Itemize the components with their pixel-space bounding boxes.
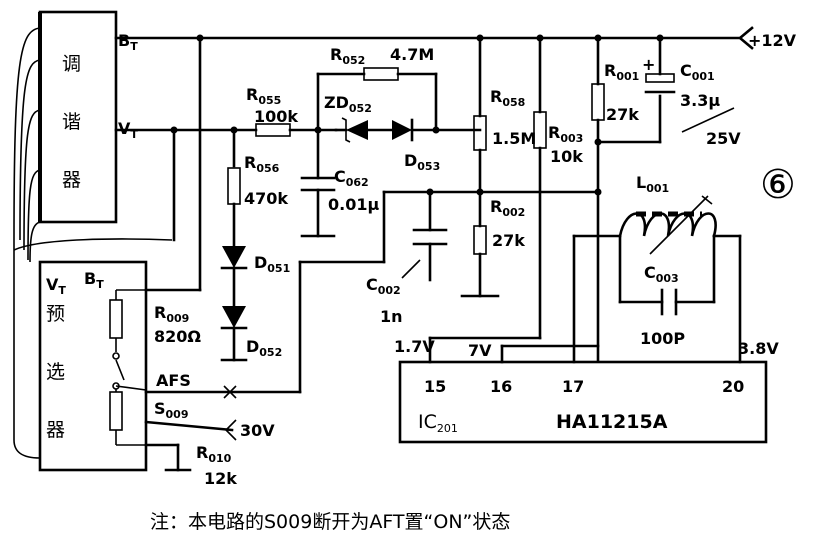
svg-text:IC201: IC201 bbox=[418, 411, 458, 435]
wires bbox=[114, 36, 742, 472]
svg-text:R058: R058 bbox=[490, 87, 525, 109]
afs-label: AFS bbox=[156, 371, 191, 390]
preselector-bt-label: BT bbox=[84, 269, 104, 291]
svg-text:R010: R010 bbox=[196, 443, 232, 465]
svg-text:R055: R055 bbox=[246, 85, 281, 107]
tuner-char-3: 器 bbox=[62, 169, 81, 191]
svg-text:+12V: +12V bbox=[748, 31, 797, 50]
preselector-char-2: 选 bbox=[46, 361, 65, 383]
junction-dots bbox=[170, 34, 664, 196]
diode-d053: D053 bbox=[392, 118, 440, 173]
zener-zd052: ZD052 bbox=[324, 93, 372, 143]
svg-text:3.8V: 3.8V bbox=[738, 339, 779, 358]
svg-text:27k: 27k bbox=[606, 105, 639, 124]
resistor-r010-label: R010 12k bbox=[196, 443, 237, 488]
resistor-r056: R056 470k bbox=[227, 153, 288, 208]
resistor-r052: R052 4.7M bbox=[330, 45, 434, 81]
capacitor-c001: + C001 3.3μ 25V bbox=[642, 55, 741, 148]
tuner-bt-label: BT bbox=[118, 31, 138, 53]
svg-text:0.01μ: 0.01μ bbox=[328, 195, 379, 214]
svg-text:27k: 27k bbox=[492, 231, 525, 250]
capacitor-c062: C062 0.01μ bbox=[300, 167, 379, 214]
svg-text:12k: 12k bbox=[204, 469, 237, 488]
resistor-r058: R058 1.5M bbox=[473, 87, 536, 151]
preselector-block: VT BT 预 选 器 bbox=[38, 260, 148, 472]
resistor-r055: R055 100k bbox=[246, 85, 298, 137]
svg-text:D052: D052 bbox=[246, 337, 282, 359]
svg-text:R003: R003 bbox=[548, 123, 583, 145]
preselector-vt-label: VT bbox=[46, 275, 66, 297]
svg-text:25V: 25V bbox=[706, 129, 741, 148]
svg-text:17: 17 bbox=[562, 377, 584, 396]
footnote: 注：本电路的S009断开为AFT置“ON”状态 bbox=[150, 511, 510, 533]
svg-text:15: 15 bbox=[424, 377, 446, 396]
svg-text:+: + bbox=[642, 55, 655, 74]
svg-text:C003: C003 bbox=[644, 263, 679, 285]
resistor-r001: R001 27k bbox=[591, 61, 639, 124]
tuner-block: 调 谐 器 BT VT bbox=[38, 10, 138, 224]
left-bus-wires bbox=[13, 27, 173, 459]
supply-terminal: +12V bbox=[737, 26, 797, 50]
tuner-char-2: 谐 bbox=[62, 111, 81, 133]
svg-text:1.5M: 1.5M bbox=[492, 129, 536, 148]
svg-text:C062: C062 bbox=[334, 167, 369, 189]
svg-text:HA11215A: HA11215A bbox=[556, 411, 668, 433]
svg-text:C002: C002 bbox=[366, 275, 401, 297]
capacitor-c003: C003 100P bbox=[640, 263, 685, 348]
svg-text:1n: 1n bbox=[380, 307, 403, 326]
preselector-char-1: 预 bbox=[46, 303, 65, 325]
svg-text:10k: 10k bbox=[550, 147, 583, 166]
svg-text:R001: R001 bbox=[604, 61, 639, 83]
tuner-vt-label: VT bbox=[118, 119, 138, 141]
svg-text:ZD052: ZD052 bbox=[324, 93, 372, 115]
resistor-r003: R003 10k bbox=[533, 111, 583, 166]
svg-text:100k: 100k bbox=[254, 107, 298, 126]
afs-cross-mark bbox=[223, 385, 237, 399]
v30-input: 30V bbox=[224, 419, 275, 441]
svg-text:D051: D051 bbox=[254, 253, 290, 275]
svg-text:7V: 7V bbox=[468, 341, 492, 360]
resistor-r002: R002 27k bbox=[473, 197, 525, 255]
figure-number: ⑥ bbox=[760, 162, 796, 208]
switch-s009-label: S009 bbox=[154, 399, 189, 421]
diode-d051: D051 bbox=[220, 246, 290, 275]
preselector-char-3: 器 bbox=[46, 419, 65, 441]
svg-text:1.7V: 1.7V bbox=[394, 337, 435, 356]
svg-text:R056: R056 bbox=[244, 153, 280, 175]
svg-text:C001: C001 bbox=[680, 61, 715, 83]
resistor-r009-label: R009 820Ω bbox=[154, 303, 201, 346]
svg-text:16: 16 bbox=[490, 377, 512, 396]
svg-text:3.3μ: 3.3μ bbox=[680, 91, 720, 110]
tuner-char-1: 调 bbox=[62, 53, 81, 75]
svg-text:R009: R009 bbox=[154, 303, 189, 325]
svg-text:20: 20 bbox=[722, 377, 744, 396]
svg-text:470k: 470k bbox=[244, 189, 288, 208]
capacitor-c002: C002 1n bbox=[366, 228, 448, 326]
svg-text:L001: L001 bbox=[636, 173, 669, 195]
svg-text:R052: R052 bbox=[330, 45, 365, 67]
svg-text:820Ω: 820Ω bbox=[154, 327, 201, 346]
svg-text:30V: 30V bbox=[240, 421, 275, 440]
diode-d052: D052 bbox=[220, 306, 282, 359]
svg-text:D053: D053 bbox=[404, 151, 440, 173]
ic-ha11215a: 15 16 17 20 IC201 HA11215A 1.7V 7V 3.8V bbox=[394, 337, 779, 444]
inductor-l001: L001 bbox=[618, 173, 717, 255]
svg-text:R002: R002 bbox=[490, 197, 525, 219]
svg-text:100P: 100P bbox=[640, 329, 685, 348]
svg-text:4.7M: 4.7M bbox=[390, 45, 434, 64]
